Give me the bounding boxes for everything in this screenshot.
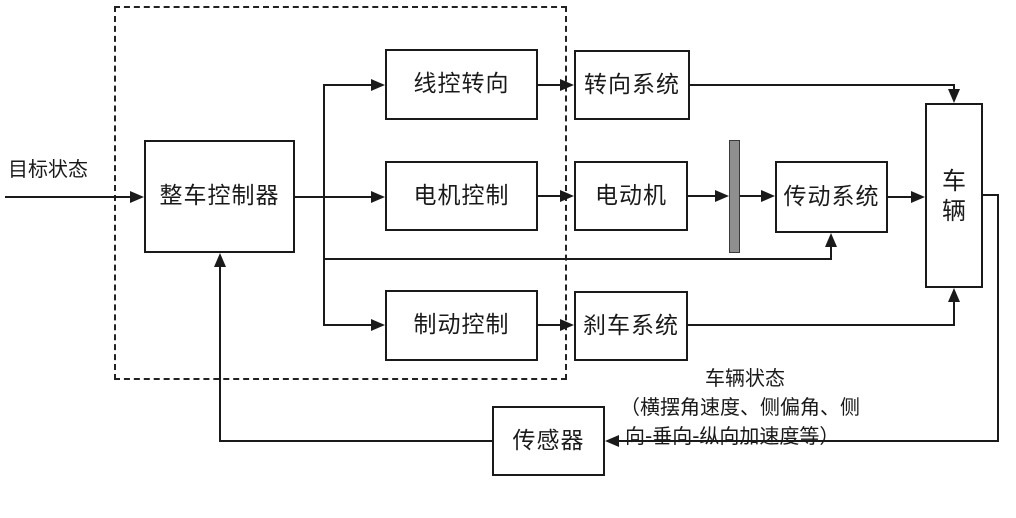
arrowhead-motor-control — [371, 191, 385, 203]
line-branch-to-brake-control — [323, 324, 372, 326]
node-sensor: 传感器 — [492, 406, 605, 476]
arrowhead-brake-control — [371, 319, 385, 331]
node-brake-system: 刹车系统 — [574, 291, 688, 361]
arrowhead-vehicle-bottom — [948, 288, 960, 302]
arrowhead-input — [130, 191, 144, 203]
vehicle-state-annotation-line3: 向-垂向-纵向加速度等） — [625, 424, 840, 448]
line-brake-to-vehicle-vertical — [953, 301, 955, 326]
node-brake-system-label: 刹车系统 — [583, 312, 679, 339]
vehicle-state-annotation: 车辆状态 （横摆角速度、侧偏角、侧 向-垂向-纵向加速度等） — [620, 364, 870, 451]
line-wire-steering-to-steering-system — [538, 84, 561, 86]
target-state-label: 目标状态 — [8, 157, 88, 181]
node-wire-steering-label: 线控转向 — [413, 71, 510, 98]
line-input — [5, 196, 132, 198]
arrowhead-brake-system — [560, 319, 574, 331]
line-brake-system-out — [688, 324, 955, 326]
node-steering-system: 转向系统 — [574, 50, 690, 120]
line-controller-branch-vertical — [323, 84, 325, 326]
line-branch-to-wire-steering — [323, 84, 372, 86]
arrowhead-coupling — [715, 190, 729, 202]
line-controller-to-transmission-vertical — [830, 245, 832, 260]
line-vehicle-state-vertical — [997, 194, 999, 442]
node-transmission-label: 传动系统 — [783, 183, 880, 210]
line-controller-to-transmission-horizontal — [323, 258, 832, 260]
node-steering-system-label: 转向系统 — [584, 71, 680, 98]
node-vehicle-controller: 整车控制器 — [144, 140, 295, 253]
node-sensor-label: 传感器 — [512, 427, 585, 454]
node-vehicle-label: 车辆 — [942, 166, 966, 225]
arrowhead-transmission-bottom — [825, 233, 837, 247]
line-motor-control-to-electric-motor — [538, 195, 561, 197]
node-transmission: 传动系统 — [775, 161, 888, 233]
node-vehicle-controller-label: 整车控制器 — [159, 183, 280, 210]
node-vehicle: 车辆 — [925, 103, 983, 288]
line-electric-motor-to-coupling — [688, 195, 715, 197]
line-coupling-to-transmission — [740, 195, 762, 197]
shaft-coupling-bar — [729, 140, 740, 253]
node-brake-control-label: 制动控制 — [413, 312, 510, 339]
arrowhead-vehicle-top — [948, 89, 960, 103]
line-transmission-to-vehicle — [888, 196, 912, 198]
node-electric-motor: 电动机 — [574, 161, 688, 231]
node-brake-control: 制动控制 — [385, 290, 538, 361]
arrowhead-sensor — [605, 435, 619, 447]
vehicle-state-annotation-line2: （横摆角速度、侧偏角、侧 — [620, 395, 860, 419]
node-motor-control: 电机控制 — [385, 161, 538, 231]
arrowhead-transmission — [761, 190, 775, 202]
line-brake-control-to-brake-system — [538, 324, 561, 326]
arrowhead-controller-bottom — [214, 253, 226, 267]
node-motor-control-label: 电机控制 — [413, 182, 510, 209]
line-steering-to-vehicle-vertical — [953, 84, 955, 91]
line-steering-system-out — [690, 84, 955, 86]
node-electric-motor-label: 电动机 — [595, 182, 667, 209]
arrowhead-steering-system — [560, 79, 574, 91]
node-wire-steering: 线控转向 — [385, 49, 538, 120]
arrowhead-electric-motor — [560, 190, 574, 202]
line-vehicle-state-to-sensor — [617, 440, 999, 442]
arrowhead-wire-steering — [371, 79, 385, 91]
vehicle-state-annotation-line1: 车辆状态 — [705, 366, 785, 390]
arrowhead-vehicle-left — [911, 191, 925, 203]
line-controller-to-motor-control — [295, 196, 372, 198]
line-sensor-feedback-vertical — [219, 265, 221, 442]
line-vehicle-state-tap — [983, 194, 999, 196]
line-sensor-out — [219, 440, 492, 442]
